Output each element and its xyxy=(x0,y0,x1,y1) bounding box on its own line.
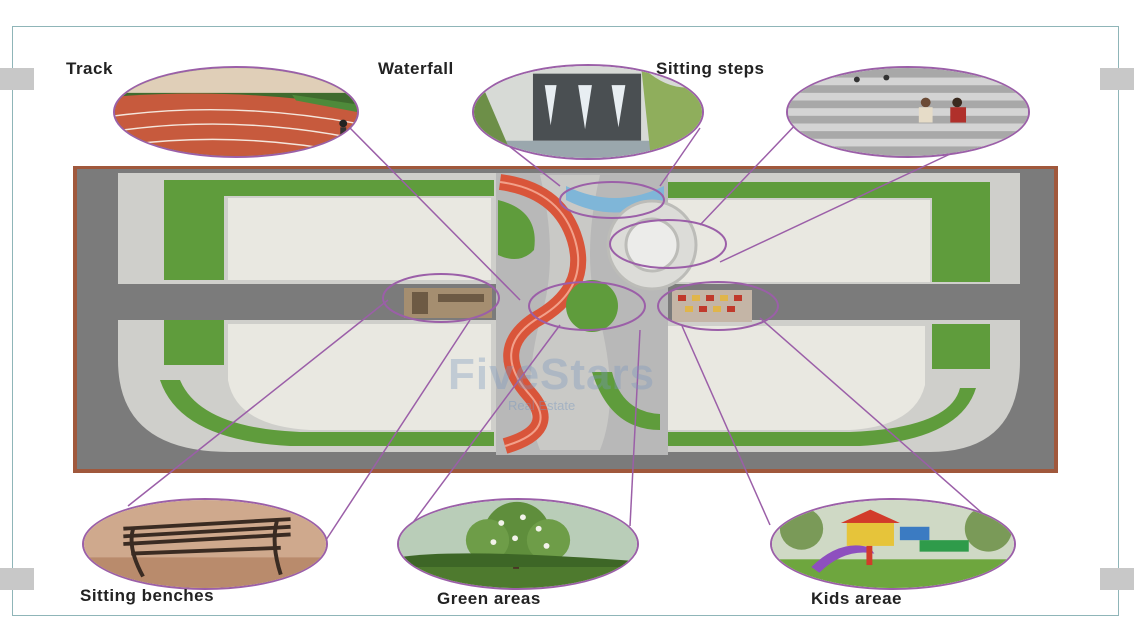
hedge xyxy=(932,182,990,282)
hedge-curve xyxy=(668,388,976,446)
label-sitting-steps: Sitting steps xyxy=(656,59,765,78)
bench xyxy=(412,292,428,314)
sitting-steps-inner xyxy=(624,217,680,273)
right-tab-top xyxy=(1100,68,1134,90)
lawn xyxy=(668,326,925,430)
left-tab-top xyxy=(0,68,34,90)
label-waterfall: Waterfall xyxy=(378,59,454,78)
lawn xyxy=(668,200,930,282)
left-tab-bottom xyxy=(0,568,34,590)
callout-kids xyxy=(657,281,779,331)
sitting-steps-photo xyxy=(786,66,1030,158)
page-frame xyxy=(12,26,1119,616)
label-track: Track xyxy=(66,59,113,78)
green-areas-photo xyxy=(397,498,639,590)
hedge xyxy=(164,180,224,280)
callout-steps xyxy=(609,219,727,269)
lawn xyxy=(228,198,491,280)
label-kids-area: Kids areae xyxy=(811,589,902,608)
watermark-sub: Real Estate xyxy=(508,398,576,413)
green-blob xyxy=(498,200,535,259)
label-sitting-benches: Sitting benches xyxy=(80,586,215,605)
hedge xyxy=(164,320,224,365)
lawn xyxy=(228,324,491,430)
label-green-areas: Green areas xyxy=(437,589,541,608)
bench xyxy=(438,294,484,302)
kids-area-pad xyxy=(672,290,752,322)
waterfall-photo xyxy=(472,64,704,160)
sitting-benches-photo xyxy=(82,498,328,590)
hedge xyxy=(932,324,990,369)
kids-area-tiles xyxy=(678,295,742,312)
callout-lines xyxy=(127,119,991,541)
callout-benches xyxy=(382,273,500,323)
track-photo xyxy=(113,66,359,158)
callout-green xyxy=(528,281,646,331)
hedge xyxy=(164,180,494,196)
green-arc xyxy=(592,372,660,430)
callout-waterfall xyxy=(559,181,665,219)
right-tab-bottom xyxy=(1100,568,1134,590)
watermark-brand: FiveStars xyxy=(448,350,656,399)
central-green xyxy=(566,280,618,332)
hedge-curve xyxy=(160,380,494,446)
kids-area-photo xyxy=(770,498,1016,590)
track-lane xyxy=(499,181,580,447)
hedge xyxy=(668,182,990,198)
